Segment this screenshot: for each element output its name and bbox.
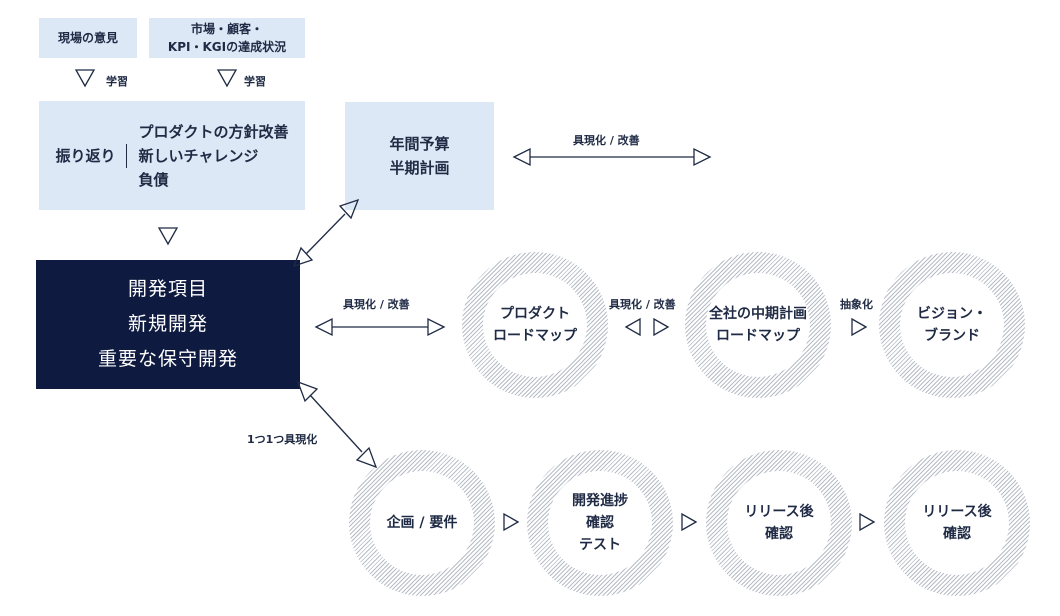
development-items-box: 開発項目 新規開発 重要な保守開発 [36, 260, 300, 389]
arrow-up-right-icon [338, 198, 360, 220]
review-label: 振り返り [55, 143, 127, 168]
triangle-right-icon [851, 317, 868, 337]
ring-text: ロードマップ [716, 328, 800, 344]
learn-label-2: 学習 [244, 75, 266, 88]
ring-text: 開発進捗 [572, 493, 628, 509]
product-roadmap-ring: プロダクト ロードマップ [462, 252, 608, 398]
arrow-down-left-icon [292, 246, 314, 268]
ring-text: リリース後 [922, 504, 992, 520]
abstract-label: 抽象化 [840, 298, 873, 311]
diagonal-arrow-line [305, 213, 346, 255]
dev-line: 新規開発 [127, 313, 208, 335]
review-item: 新しいチャレンジ [138, 146, 259, 165]
triangle-right-icon [681, 512, 698, 532]
budget-line2: 半期計画 [389, 159, 450, 177]
concrete-improve-label-mid2: 具現化 / 改善 [609, 298, 676, 311]
ring-text: 確認 [765, 526, 793, 542]
planning-ring: 企画 / 要件 [349, 450, 495, 596]
triangle-right-icon [653, 317, 670, 337]
arrow-up-left-icon [296, 380, 319, 403]
down-triangle-icon [216, 69, 238, 88]
review-item: プロダクトの方針改善 [138, 122, 289, 141]
ring-text: リリース後 [744, 504, 814, 520]
diagonal-arrow-line [309, 394, 363, 453]
ring-text: ロードマップ [493, 328, 577, 344]
dev-line: 重要な保守開発 [97, 348, 238, 370]
arrow-left-icon [314, 317, 333, 337]
concrete-improve-label-top: 具現化 / 改善 [573, 134, 640, 147]
company-plan-ring: 全社の中期計画 ロードマップ [685, 252, 831, 398]
ring-text: 企画 / 要件 [386, 515, 458, 531]
ring-text: ブランド [924, 328, 980, 344]
concrete-improve-label-mid: 具現化 / 改善 [343, 298, 410, 311]
one-by-one-label: 1つ1つ具現化 [247, 433, 318, 446]
arrow-right-icon [693, 147, 712, 167]
market-status-box: 市場・顧客・ KPI・KGIの達成状況 [149, 18, 305, 58]
arrow-left-icon [512, 147, 531, 167]
budget-line1: 年間予算 [389, 135, 450, 153]
ring-text: 確認 [943, 526, 971, 542]
post-release-ring-1: リリース後 確認 [706, 450, 852, 596]
budget-box: 年間予算 半期計画 [345, 102, 494, 210]
review-box: 振り返り プロダクトの方針改善 新しいチャレンジ 負債 [39, 101, 305, 210]
field-opinion-text: 現場の意見 [57, 31, 118, 45]
triangle-right-icon [503, 512, 520, 532]
vision-brand-ring: ビジョン・ ブランド [879, 252, 1025, 398]
ring-text: テスト [579, 537, 621, 553]
post-release-ring-2: リリース後 確認 [884, 450, 1030, 596]
triangle-right-icon [859, 512, 876, 532]
ring-text: 確認 [586, 515, 614, 531]
ring-text: プロダクト [500, 306, 570, 322]
market-status-line1: 市場・顧客・ [190, 22, 263, 36]
ring-text: ビジョン・ [917, 306, 987, 322]
down-triangle-icon [157, 227, 179, 246]
market-status-line2: KPI・KGIの達成状況 [167, 40, 287, 54]
triangle-left-icon [624, 317, 641, 337]
learn-label-1: 学習 [106, 75, 128, 88]
ring-text: 全社の中期計画 [709, 306, 807, 322]
arrow-right-icon [427, 317, 446, 337]
dev-progress-ring: 開発進捗 確認 テスト [527, 450, 673, 596]
field-opinion-box: 現場の意見 [39, 18, 137, 58]
down-triangle-icon [74, 69, 96, 88]
review-item: 負債 [138, 170, 169, 189]
arrow-down-right-icon [355, 446, 378, 469]
dev-line: 開発項目 [127, 278, 208, 300]
